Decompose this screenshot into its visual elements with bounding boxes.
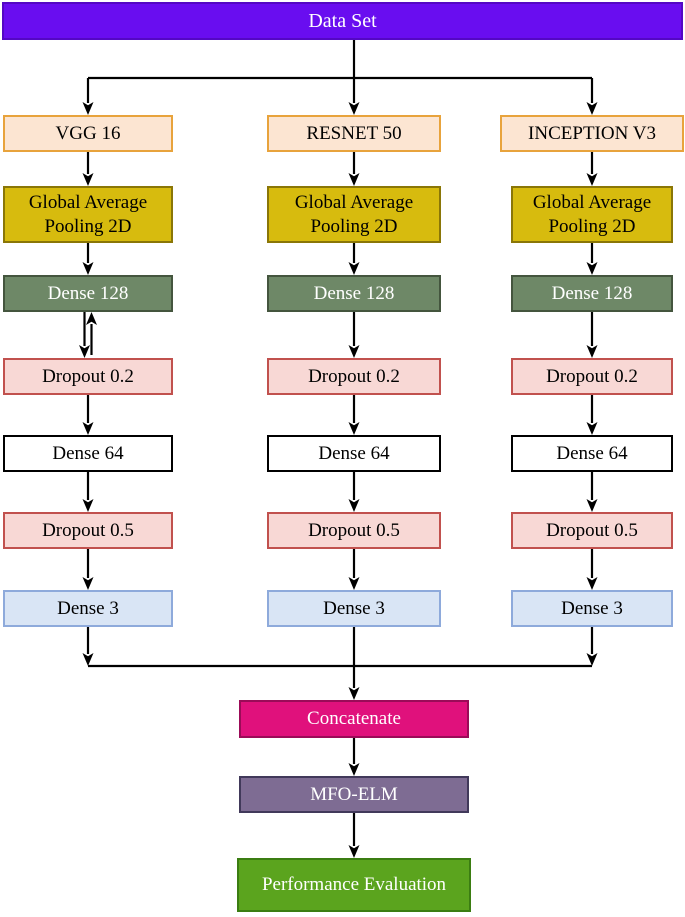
dense-128-box-col1: Dense 128: [3, 275, 173, 312]
dataset-box: Data Set: [2, 2, 683, 40]
inceptionv3-box: INCEPTION V3: [500, 115, 684, 152]
dense-128-box-col3: Dense 128: [511, 275, 673, 312]
dropout-0-2-box-col2: Dropout 0.2: [267, 358, 441, 395]
dense-3-box-col2: Dense 3: [267, 590, 441, 627]
dense-3-box-col1: Dense 3: [3, 590, 173, 627]
dropout-0-5-box-col1: Dropout 0.5: [3, 512, 173, 549]
performance-evaluation-box: Performance Evaluation: [237, 858, 471, 912]
gap2d-box-col1: Global Average Pooling 2D: [3, 186, 173, 243]
gap2d-box-col2: Global Average Pooling 2D: [267, 186, 441, 243]
vgg16-box: VGG 16: [3, 115, 173, 152]
dense-128-box-col2: Dense 128: [267, 275, 441, 312]
dropout-0-5-box-col2: Dropout 0.5: [267, 512, 441, 549]
dropout-0-2-box-col1: Dropout 0.2: [3, 358, 173, 395]
dense-64-box-col2: Dense 64: [267, 435, 441, 472]
mfo-elm-box: MFO-ELM: [239, 776, 469, 813]
dense-64-box-col1: Dense 64: [3, 435, 173, 472]
dense-64-box-col3: Dense 64: [511, 435, 673, 472]
dropout-0-2-box-col3: Dropout 0.2: [511, 358, 673, 395]
dense-3-box-col3: Dense 3: [511, 590, 673, 627]
gap2d-box-col3: Global Average Pooling 2D: [511, 186, 673, 243]
concatenate-box: Concatenate: [239, 700, 469, 738]
resnet50-box: RESNET 50: [267, 115, 441, 152]
dropout-0-5-box-col3: Dropout 0.5: [511, 512, 673, 549]
